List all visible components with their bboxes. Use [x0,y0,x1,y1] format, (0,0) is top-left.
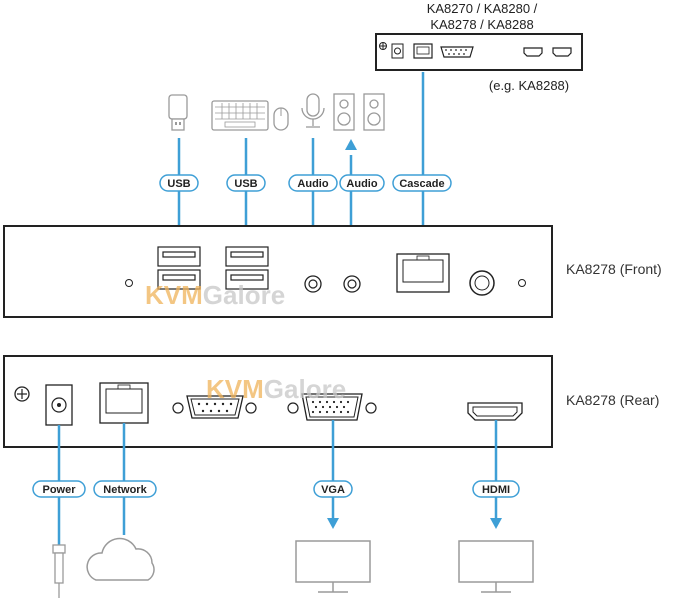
monitor-vga-icon [295,540,371,593]
front-cascade-port-icon [396,253,450,293]
rear-ground-screw-icon [14,386,30,402]
watermark-rear-part2: Galore [264,374,346,404]
remote-example-label: (e.g. KA8288) [489,78,569,93]
rear-tag-vga-label: VGA [321,484,345,496]
keyboard-icon [211,100,269,131]
rear-tag-hdmi: HDMI [472,480,520,498]
svg-text:KVMGalore: KVMGalore [206,374,346,404]
svg-text:KVMGalore: KVMGalore [145,280,285,310]
watermark-front-part2: Galore [203,280,285,310]
front-screw-left-icon [125,279,133,287]
watermark-front-part1: KVM [145,280,203,310]
remote-cascade-port-icon [413,43,433,59]
front-screw-right-icon [518,279,526,287]
usb-flash-drive-icon [168,94,188,131]
hdmi-arrow-down [490,518,502,529]
front-tag-cascade-label: Cascade [399,178,444,190]
front-tag-usb-1: USB [159,174,199,192]
remote-hdmi-port-1-icon [523,47,543,57]
rear-tag-power-label: Power [42,484,76,496]
remote-unit [375,33,583,71]
remote-hdmi-port-2-icon [552,47,572,57]
remote-power-jack-icon [391,43,404,59]
rear-panel [3,355,553,448]
watermark-front: KVMGalore [145,280,285,310]
rear-tag-vga: VGA [313,480,353,498]
rear-hdmi-port-icon [467,402,523,421]
power-plug-icon [52,544,66,598]
rear-vga-port-icon [287,393,377,421]
rear-panel-label: KA8278 (Rear) [566,392,659,408]
front-tag-usb-2: USB [226,174,266,192]
front-tag-audio-1: Audio [288,174,338,192]
front-usb-port-pair-2-icon [225,246,269,290]
cloud-icon [86,537,155,581]
rear-tag-power: Power [32,480,86,498]
front-audio-out-jack-icon [304,275,322,293]
front-panel-label: KA8278 (Front) [566,261,662,277]
rear-tag-network-label: Network [103,484,147,496]
watermark-rear-part1: KVM [206,374,264,404]
ground-screw-icon [379,42,387,50]
rear-tag-network: Network [93,480,157,498]
front-tag-audio-2-label: Audio [346,178,377,190]
front-audio-in-jack-icon [343,275,361,293]
remote-models-line1: KA8270 / KA8280 / [427,1,538,16]
remote-serial-port-icon [440,46,474,58]
microphone-icon [301,93,325,128]
front-tag-usb-2-label: USB [234,178,257,190]
front-tag-audio-1-label: Audio [297,178,328,190]
monitor-hdmi-icon [458,540,534,593]
front-tag-usb-1-label: USB [167,178,190,190]
mouse-icon [273,107,289,131]
front-tag-cascade: Cascade [392,174,452,192]
front-power-button-icon [469,270,495,296]
front-usb-port-pair-1-icon [157,246,201,290]
audio-in-arrow-up [345,139,357,150]
watermark-rear: KVMGalore [206,374,346,404]
speakers-icon [333,93,385,131]
front-panel [3,225,553,318]
rear-serial-port-icon [172,395,257,419]
remote-unit-label: KA8270 / KA8280 / KA8278 / KA8288 [427,1,538,32]
vga-arrow-down [327,518,339,529]
front-tag-audio-2: Audio [339,174,385,192]
rear-tag-hdmi-label: HDMI [482,484,510,496]
remote-models-line2: KA8278 / KA8288 [430,17,533,32]
